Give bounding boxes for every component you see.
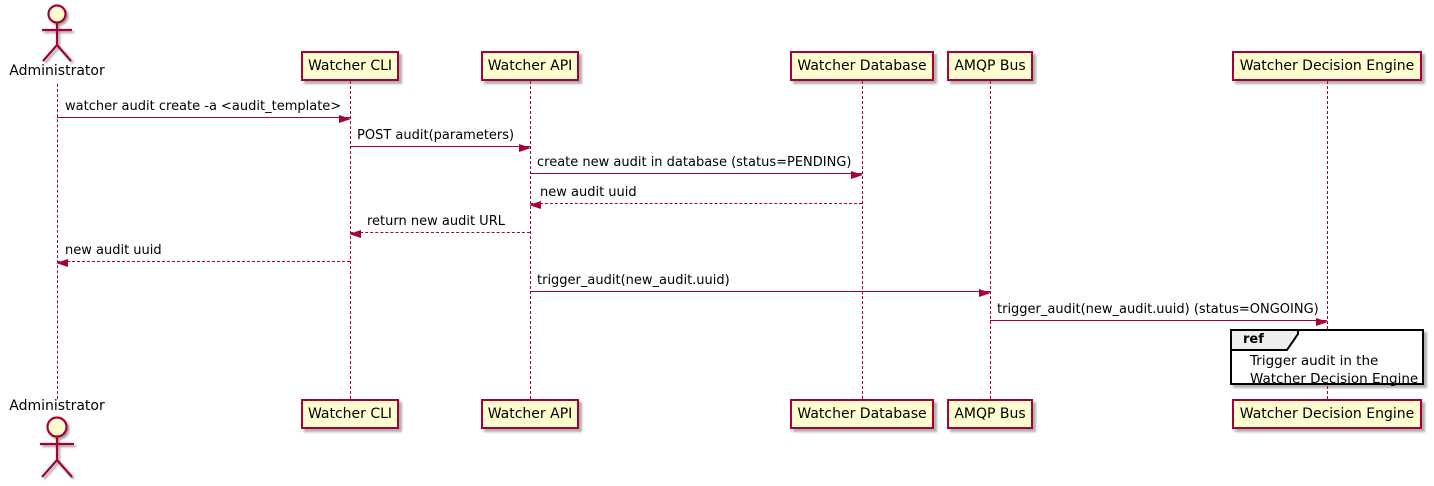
actor-icon	[40, 416, 74, 478]
ref-text-line2: Watcher Decision Engine	[1250, 371, 1419, 387]
participant-label: Watcher Decision Engine	[1239, 406, 1415, 422]
actor-label-top: Administrator	[9, 63, 105, 79]
message-line	[530, 173, 862, 174]
lifeline-watcher-decision-engine	[1327, 81, 1328, 399]
arrowhead-right-icon	[979, 289, 991, 297]
message-line	[530, 203, 862, 204]
message-new-audit-uuid-return: new audit uuid	[529, 184, 862, 209]
message-label: POST audit(parameters)	[357, 128, 515, 143]
participant-box-amqp-bus-bottom: AMQP Bus	[947, 399, 1033, 429]
participant-label: AMQP Bus	[954, 58, 1026, 74]
participant-label: Watcher API	[487, 58, 573, 74]
participant-label: Watcher Database	[797, 406, 927, 422]
actor-label-bottom: Administrator	[9, 398, 105, 414]
participant-box-watcher-decision-engine-bottom: Watcher Decision Engine	[1232, 399, 1422, 429]
message-create-audit-db: create new audit in database (status=PEN…	[530, 154, 863, 179]
message-label: create new audit in database (status=PEN…	[537, 155, 852, 170]
participant-box-watcher-database-bottom: Watcher Database	[790, 399, 934, 429]
arrowhead-right-icon	[851, 171, 863, 179]
lifeline-watcher-api	[530, 81, 531, 399]
arrowhead-right-icon	[339, 115, 351, 123]
message-line	[57, 261, 350, 262]
participant-label: Watcher CLI	[307, 58, 393, 74]
participant-box-watcher-api-top: Watcher API	[481, 51, 579, 81]
arrowhead-left-icon	[349, 230, 361, 238]
message-label: trigger_audit(new_audit.uuid) (status=ON…	[997, 302, 1319, 317]
message-trigger-audit: trigger_audit(new_audit.uuid)	[530, 272, 991, 297]
message-return-audit-url: return new audit URL	[349, 213, 530, 238]
message-line	[350, 146, 530, 147]
message-label: new audit uuid	[540, 185, 637, 200]
message-label: return new audit URL	[367, 214, 505, 229]
arrowhead-left-icon	[56, 259, 68, 267]
message-line	[57, 117, 350, 118]
ref-tab-icon	[1230, 329, 1299, 351]
message-line	[350, 232, 530, 233]
arrowhead-left-icon	[529, 201, 541, 209]
participant-label: AMQP Bus	[954, 406, 1026, 422]
lifeline-amqp-bus	[990, 81, 991, 399]
participant-box-amqp-bus-top: AMQP Bus	[947, 51, 1033, 81]
participant-label: Watcher CLI	[307, 406, 393, 422]
participant-box-watcher-cli-bottom: Watcher CLI	[301, 399, 399, 429]
message-post-audit: POST audit(parameters)	[350, 127, 531, 152]
message-line	[990, 320, 1327, 321]
message-audit-create: watcher audit create -a <audit_template>	[57, 98, 351, 123]
participant-label: Watcher Database	[797, 58, 927, 74]
message-label: trigger_audit(new_audit.uuid)	[537, 273, 730, 288]
arrowhead-right-icon	[1316, 318, 1328, 326]
participant-box-watcher-cli-top: Watcher CLI	[301, 51, 399, 81]
message-line	[530, 291, 990, 292]
message-trigger-audit-ongoing: trigger_audit(new_audit.uuid) (status=ON…	[990, 301, 1328, 326]
ref-body: Trigger audit in the Watcher Decision En…	[1250, 352, 1418, 388]
ref-fragment: ref Trigger audit in the Watcher Decisio…	[1230, 329, 1424, 388]
participant-label: Watcher Decision Engine	[1239, 58, 1415, 74]
lifeline-watcher-database	[862, 81, 863, 399]
participant-box-watcher-database-top: Watcher Database	[790, 51, 934, 81]
arrowhead-right-icon	[519, 144, 531, 152]
lifeline-administrator	[57, 84, 58, 399]
participant-label: Watcher API	[487, 406, 573, 422]
participant-box-watcher-api-bottom: Watcher API	[481, 399, 579, 429]
message-label: new audit uuid	[65, 243, 162, 258]
lifeline-watcher-cli	[350, 81, 351, 399]
participant-box-watcher-decision-engine-top: Watcher Decision Engine	[1232, 51, 1422, 81]
ref-text-line1: Trigger audit in the	[1250, 353, 1379, 369]
message-label: watcher audit create -a <audit_template>	[65, 99, 342, 114]
ref-keyword: ref	[1243, 332, 1264, 347]
actor-icon	[42, 4, 72, 62]
message-new-audit-uuid-admin: new audit uuid	[56, 242, 350, 267]
